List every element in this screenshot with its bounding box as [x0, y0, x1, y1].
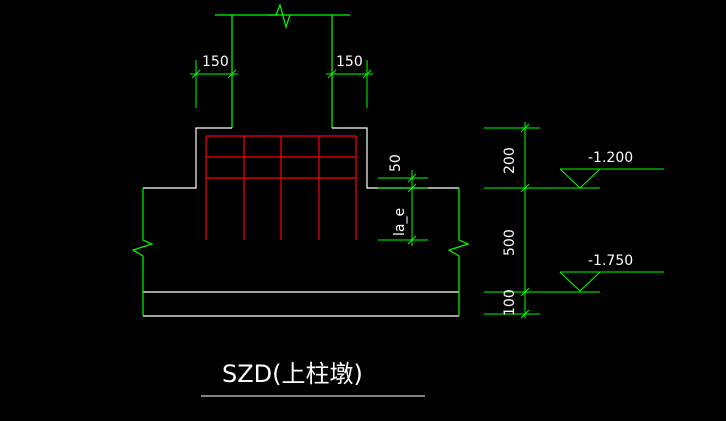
elevation-lower-label: -1.750	[588, 253, 633, 269]
rebar-cage	[205, 135, 357, 240]
dim-height-mid-label: 500	[502, 229, 518, 256]
dim-left-offset	[190, 60, 238, 108]
elevation-upper-label: -1.200	[588, 150, 633, 166]
elevation-marker-upper	[559, 168, 664, 189]
drawing-title: SZD(上柱墩)	[222, 360, 363, 388]
pier-outline	[143, 127, 459, 317]
dim-height-bottom-label: 100	[502, 289, 518, 316]
column-outline	[215, 3, 350, 128]
dim-left-offset-label: 150	[202, 54, 229, 70]
dim-cap-height-label: 50	[388, 154, 404, 172]
dim-right-offset	[326, 60, 373, 108]
dim-height-top-label: 200	[502, 147, 518, 174]
dim-anchor-label: la_e	[392, 208, 408, 236]
break-lines	[131, 188, 470, 316]
dim-cap-anchor	[378, 170, 428, 246]
elevation-marker-lower	[559, 271, 664, 292]
dim-right-offset-label: 150	[336, 54, 363, 70]
